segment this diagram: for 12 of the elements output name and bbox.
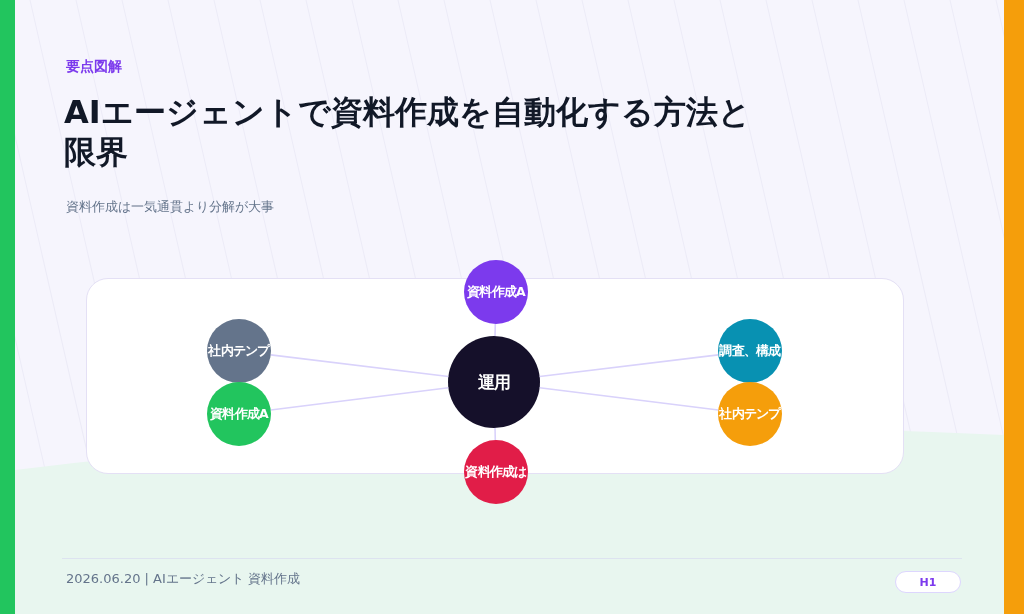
page-badge: H1 bbox=[895, 571, 961, 593]
eyebrow-label: 要点図解 bbox=[66, 58, 122, 76]
topic-circle: 資料作成A bbox=[464, 260, 528, 324]
subtitle: 資料作成は一気通貫より分解が大事 bbox=[66, 198, 274, 216]
connector-line bbox=[538, 386, 720, 411]
connector-line bbox=[269, 354, 450, 378]
footer-text: 2026.06.20 | AIエージェント 資料作成 bbox=[66, 570, 300, 588]
connector-line bbox=[494, 427, 497, 441]
title: AIエージェントで資料作成を自動化する方法と限界 bbox=[64, 92, 752, 172]
connector-line bbox=[269, 386, 450, 411]
connector-line bbox=[494, 323, 497, 337]
connector-line bbox=[538, 354, 720, 378]
